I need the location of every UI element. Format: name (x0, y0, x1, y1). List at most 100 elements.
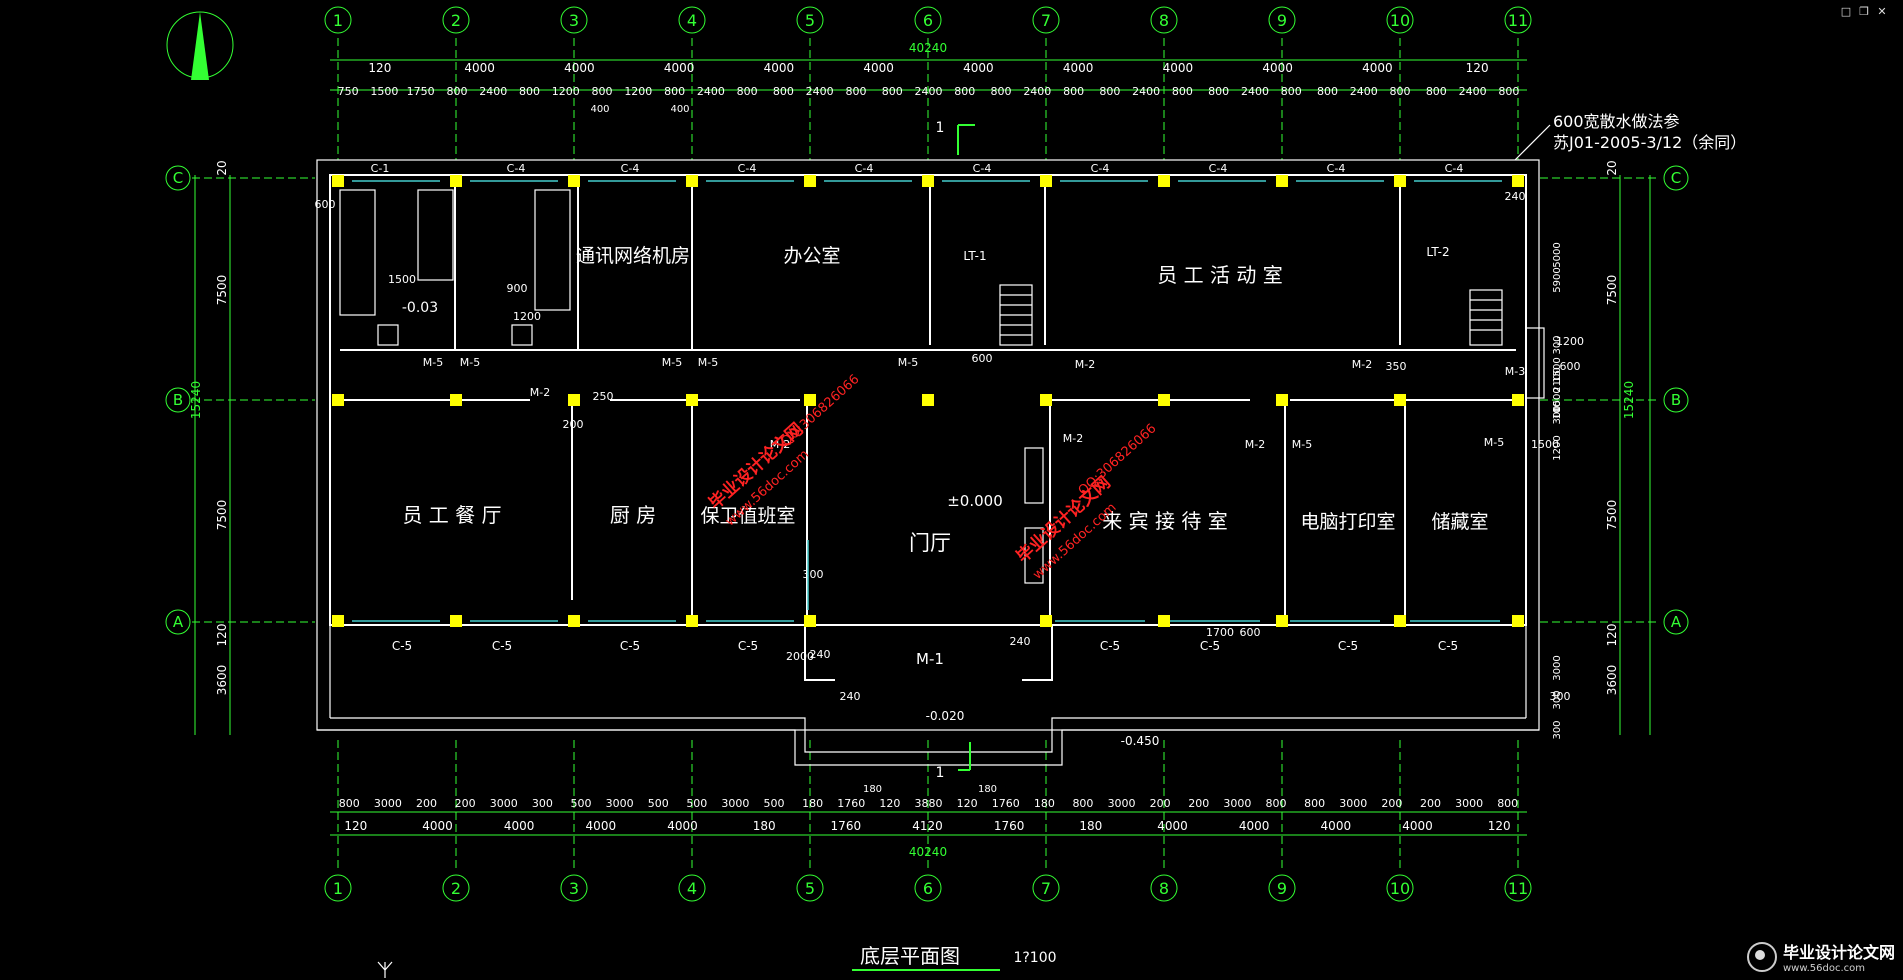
bottom-total-dim: 40240 (909, 845, 947, 859)
top-dim-row2: 1200 (552, 85, 580, 98)
left-dim: 20 (215, 160, 229, 175)
top-dim-row1: 4000 (1163, 61, 1194, 75)
top-dim-row2: 1750 (407, 85, 435, 98)
window-tag: C-4 (973, 162, 992, 175)
bottom-dim-row1: 300 (532, 797, 553, 810)
drawing-scale: 1?100 (1013, 950, 1056, 966)
bottom-dim-row1: 180 (1034, 797, 1055, 810)
axis-bubble (796, 874, 824, 902)
axis-bubble (796, 6, 824, 34)
restore-button[interactable]: ❐ (1859, 5, 1869, 18)
bottom-dim-row1: 200 (1188, 797, 1209, 810)
misc-dim: 600 (315, 198, 336, 211)
window-tag: C-4 (1091, 162, 1110, 175)
right-extra-dim: 300 (1552, 335, 1563, 354)
axis-label-x: 4 (687, 879, 697, 898)
door-tag: M-5 (1484, 436, 1504, 449)
top-dim-row2: 800 (845, 85, 866, 98)
right-dim: 120 (1605, 624, 1619, 647)
door-tag: M-2 (1352, 358, 1372, 371)
axis-label-x: 8 (1159, 879, 1169, 898)
top-dim-row2: 1200 (624, 85, 652, 98)
axis-label-y: C (1671, 169, 1681, 187)
misc-dim: 300 (803, 568, 824, 581)
column (804, 175, 816, 187)
window-tag: C-5 (392, 639, 412, 653)
column (686, 175, 698, 187)
axis-label-x: 9 (1277, 11, 1287, 30)
column (332, 615, 344, 627)
door-tag: M-5 (1292, 438, 1312, 451)
close-button[interactable]: ✕ (1877, 5, 1887, 18)
window-tag: C-5 (1200, 639, 1220, 653)
room-label: 办公室 (783, 245, 840, 267)
top-dim-row1: 4000 (1063, 61, 1094, 75)
section-mark-bottom: 1 (936, 765, 945, 781)
bottom-dim-row1: 180 (802, 797, 823, 810)
room-label: 员 工 餐 厅 (402, 503, 501, 527)
note-line-1: 600宽散水做法参 (1553, 112, 1680, 131)
top-dim-row2: 800 (991, 85, 1012, 98)
column (568, 394, 580, 406)
door-tag: M-2 (1063, 432, 1083, 445)
column (686, 615, 698, 627)
right-extra-dim: 300 (1552, 690, 1563, 709)
axis-label-y: C (173, 169, 183, 187)
axis-bubble (1663, 165, 1689, 191)
right-dim: 7500 (1605, 500, 1619, 531)
axis-label-x: 3 (569, 879, 579, 898)
bottom-dim-row1: 1760 (992, 797, 1020, 810)
room-label: 通讯网络机房 (576, 245, 690, 267)
axis-bubble (324, 874, 352, 902)
axis-label-x: 2 (451, 11, 461, 30)
top-dim-row2: 2400 (915, 85, 943, 98)
left-dim: 3600 (215, 665, 229, 696)
right-extra-dim: 300 (1552, 405, 1563, 424)
column (332, 175, 344, 187)
misc-dim: 250 (593, 390, 614, 403)
right-dim: 3600 (1605, 665, 1619, 696)
bottom-dim-row2: 4000 (667, 819, 698, 833)
axis-bubble (1386, 874, 1414, 902)
bottom-dim-row1: 3000 (1339, 797, 1367, 810)
bottom-dim-row1: 200 (1420, 797, 1441, 810)
door-tag: M-5 (662, 356, 682, 369)
top-dim-row2: 800 (1172, 85, 1193, 98)
bottom-dim-row1: 500 (764, 797, 785, 810)
top-dim-row2: 2400 (697, 85, 725, 98)
door-tag: M-2 (770, 438, 790, 451)
misc-dim: 1500 (388, 273, 416, 286)
right-extra-dim: 1500 (1552, 387, 1563, 412)
column (922, 175, 934, 187)
axis-bubble (678, 6, 706, 34)
toilet-stalls (339, 189, 571, 346)
bottom-dim-row1: 500 (686, 797, 707, 810)
bottom-dim-row2: 4120 (912, 819, 943, 833)
misc-dim: 900 (507, 282, 528, 295)
axis-label-x: 9 (1277, 879, 1287, 898)
top-dim-row1: 120 (1466, 61, 1489, 75)
top-dim-row2: 2400 (1350, 85, 1378, 98)
top-dim-row2: 2400 (1023, 85, 1051, 98)
window-tag: C-5 (1100, 639, 1120, 653)
right-extra-dim: 3000 (1552, 655, 1563, 680)
column (568, 175, 580, 187)
brand-name: 毕业设计论文网 (1782, 943, 1895, 962)
window-tag: C-4 (738, 162, 757, 175)
watermark-text: QQ:306826066 (779, 372, 863, 450)
right-extra-dim: 100 (1552, 400, 1563, 419)
axis-label-x: 2 (451, 879, 461, 898)
top-dim-row2: 800 (519, 85, 540, 98)
minimize-button[interactable]: □ (1840, 5, 1852, 18)
axis-bubble (165, 609, 191, 635)
left-dim: 7500 (215, 275, 229, 306)
column (1394, 175, 1406, 187)
door-tag: M-5 (898, 356, 918, 369)
bottom-dim-row1: 800 (339, 797, 360, 810)
bottom-dim-row1: 800 (1072, 797, 1093, 810)
axis-label-x: 10 (1390, 879, 1410, 898)
door-tag: M-1 (916, 650, 944, 668)
axis-bubble (914, 6, 942, 34)
column (450, 615, 462, 627)
